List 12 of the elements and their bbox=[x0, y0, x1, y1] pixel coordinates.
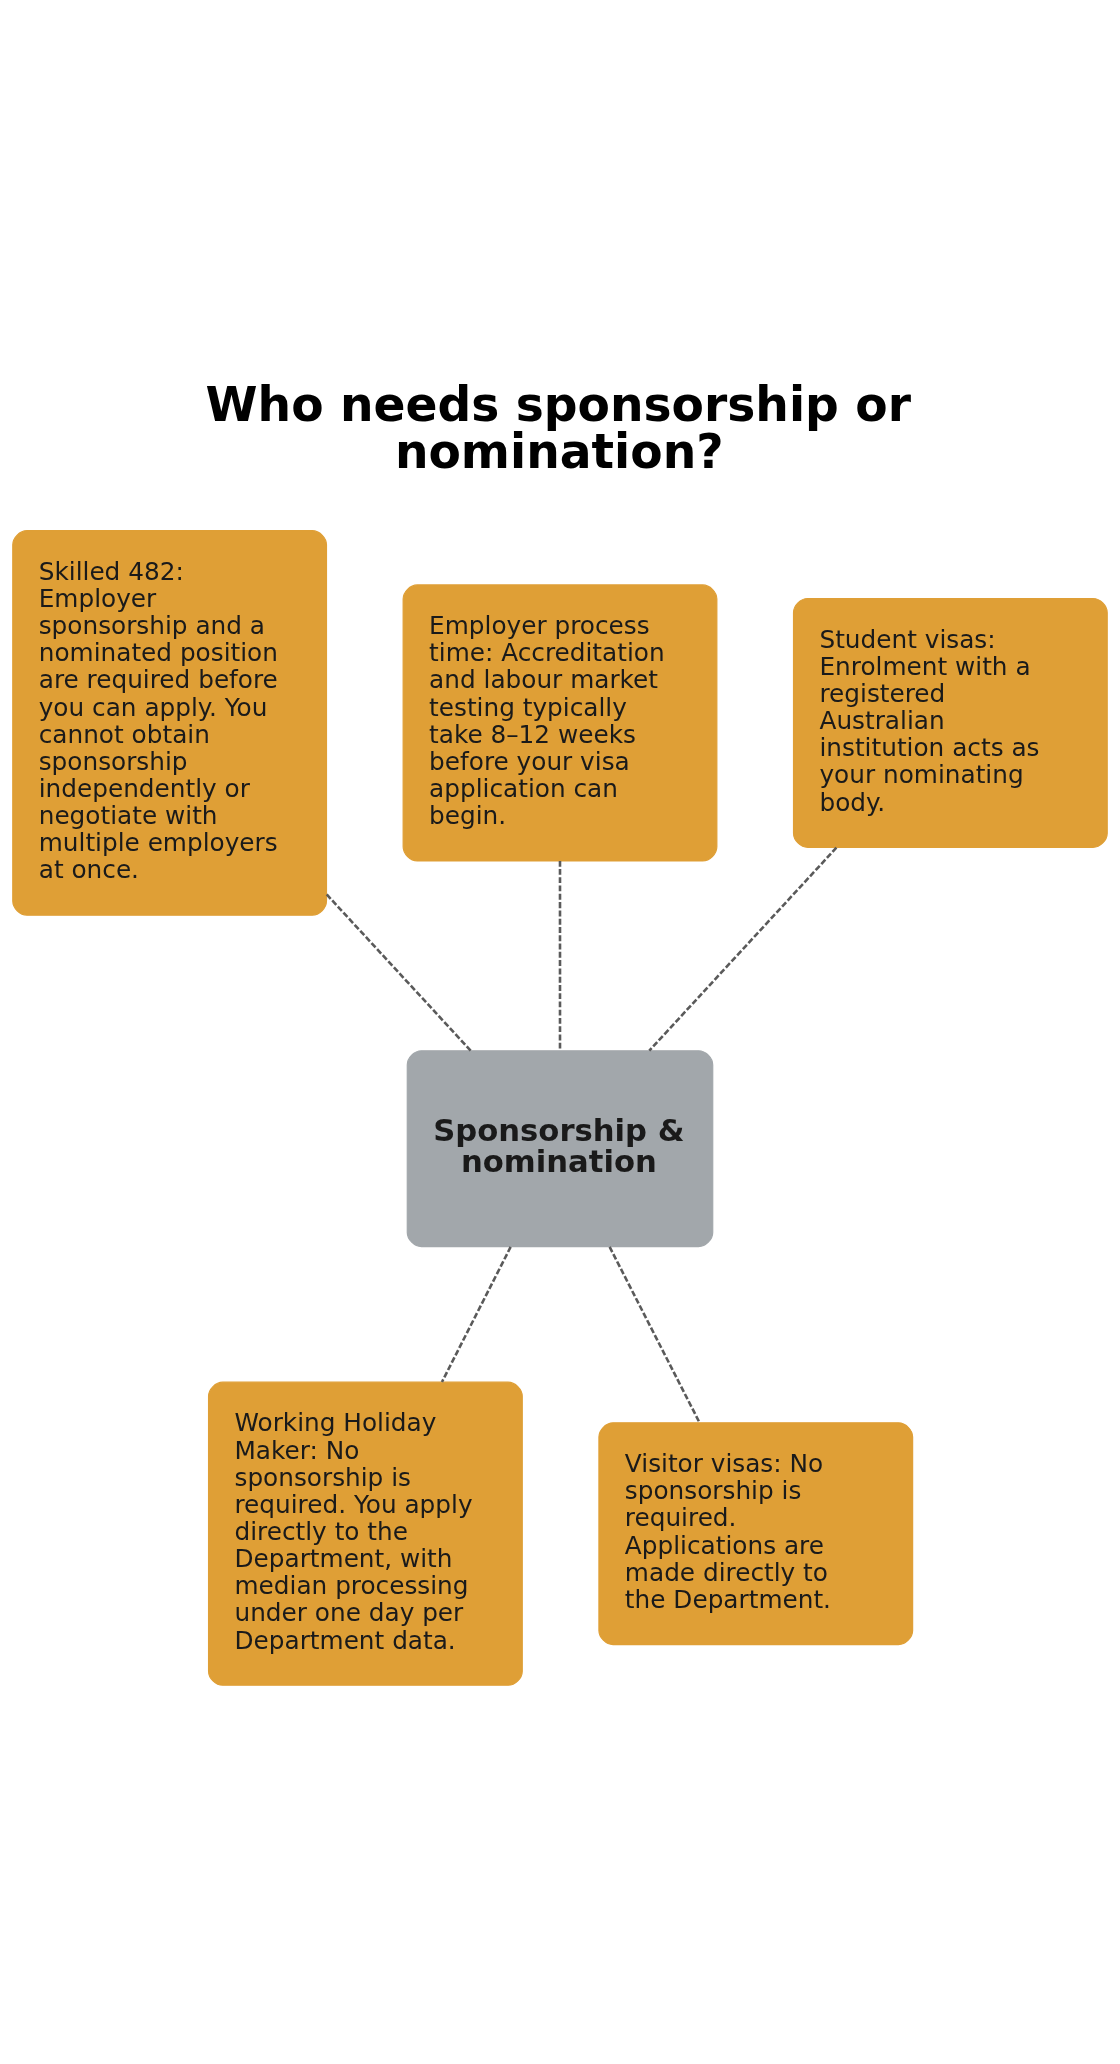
connector bbox=[558, 860, 562, 1051]
connector bbox=[325, 893, 472, 1052]
node-box: Working Holiday Maker: No sponsorship is required. You apply directly to the Department, with median processing under one day per Department data. bbox=[207, 1381, 523, 1686]
node-box: Skilled 482: Employer sponsorship and a nominated position are required before you can apply. You cannot obtain sponsorship independently or negotiate with multiple employers at once. bbox=[12, 529, 328, 916]
node-box: Visitor visas: No sponsorship is required. Applications are made directly to the Department. bbox=[598, 1421, 914, 1645]
node-box: Sponsorship & nomination bbox=[406, 1049, 714, 1247]
connector bbox=[648, 846, 838, 1052]
node-box: Employer process time: Accreditation and labour market testing typically take 8–12 weeks before your visa application can begin. bbox=[402, 583, 718, 861]
connector bbox=[608, 1245, 701, 1423]
node-box: Student visas: Enrolment with a registered Australian institution acts as your nominating body. bbox=[792, 597, 1108, 848]
diagram-title: Who needs sponsorship or nomination? bbox=[205, 376, 911, 479]
connector bbox=[440, 1245, 512, 1383]
